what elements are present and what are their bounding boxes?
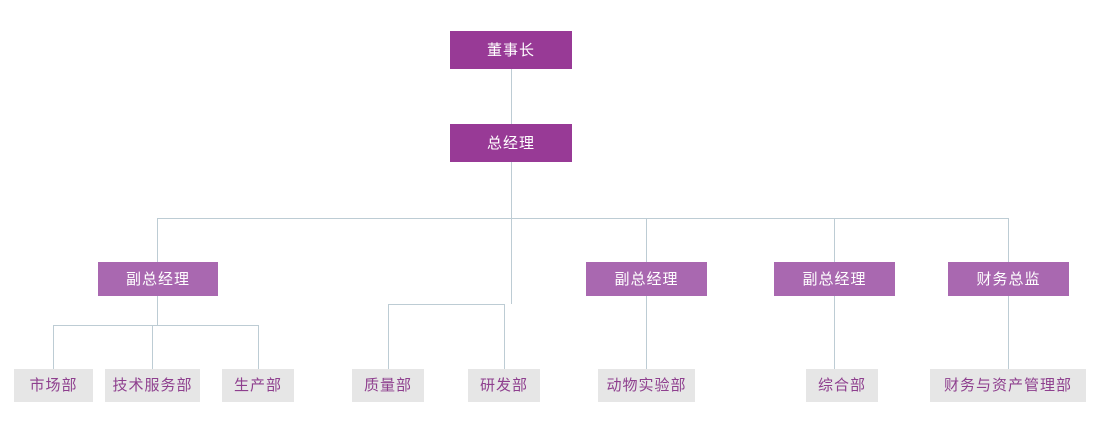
org-node-n8[interactable]: 技术服务部	[105, 369, 200, 402]
connector-bus-to-quality-branch	[511, 218, 512, 304]
org-node-label: 研发部	[479, 376, 528, 394]
connector-chairman-to-gm	[511, 69, 512, 124]
connector-bus-to-cfo	[1008, 218, 1009, 262]
connector-vp1-to-techservice	[152, 325, 153, 369]
org-node-label: 财务与资产管理部	[943, 376, 1072, 394]
connector-cfo-to-finance	[1008, 296, 1009, 369]
org-node-label: 质量部	[363, 376, 412, 394]
org-node-n4[interactable]: 副总经理	[586, 262, 707, 296]
connector-gm-trunk	[511, 162, 512, 218]
org-node-label: 副总经理	[802, 269, 867, 288]
connector-vp1-to-market	[53, 325, 54, 369]
org-node-label: 综合部	[817, 376, 866, 394]
org-node-n2[interactable]: 总经理	[450, 124, 572, 162]
org-node-label: 技术服务部	[112, 376, 193, 394]
org-node-label: 副总经理	[125, 269, 190, 288]
connector-vp2-to-animallab	[646, 296, 647, 369]
org-node-n13[interactable]: 综合部	[806, 369, 878, 402]
connector-main-bus	[157, 218, 1009, 219]
org-node-label: 董事长	[486, 40, 535, 59]
connector-quality-sub-bus	[388, 304, 504, 305]
org-node-label: 总经理	[486, 133, 535, 152]
connector-vp1-to-production	[258, 325, 259, 369]
org-node-label: 动物实验部	[606, 376, 687, 394]
org-node-label: 财务总监	[976, 269, 1041, 288]
connector-branch-to-rd	[504, 304, 505, 369]
connector-bus-to-vp1	[157, 218, 158, 262]
org-node-n10[interactable]: 质量部	[352, 369, 424, 402]
connector-bus-to-vp2	[646, 218, 647, 262]
connector-branch-to-quality	[388, 304, 389, 369]
org-node-label: 生产部	[233, 376, 282, 394]
connector-vp1-trunk	[157, 296, 158, 325]
connector-vp1-sub-bus	[53, 325, 258, 326]
org-node-n7[interactable]: 市场部	[14, 369, 93, 402]
connector-vp3-to-general	[834, 296, 835, 369]
org-node-n6[interactable]: 财务总监	[948, 262, 1069, 296]
org-node-n5[interactable]: 副总经理	[774, 262, 895, 296]
org-node-n1[interactable]: 董事长	[450, 31, 572, 69]
org-node-label: 市场部	[29, 376, 78, 394]
org-node-n9[interactable]: 生产部	[222, 369, 294, 402]
org-node-n3[interactable]: 副总经理	[98, 262, 218, 296]
org-node-n11[interactable]: 研发部	[468, 369, 540, 402]
org-node-label: 副总经理	[614, 269, 679, 288]
org-node-n12[interactable]: 动物实验部	[598, 369, 695, 402]
connector-bus-to-vp3	[834, 218, 835, 262]
org-node-n14[interactable]: 财务与资产管理部	[930, 369, 1086, 402]
